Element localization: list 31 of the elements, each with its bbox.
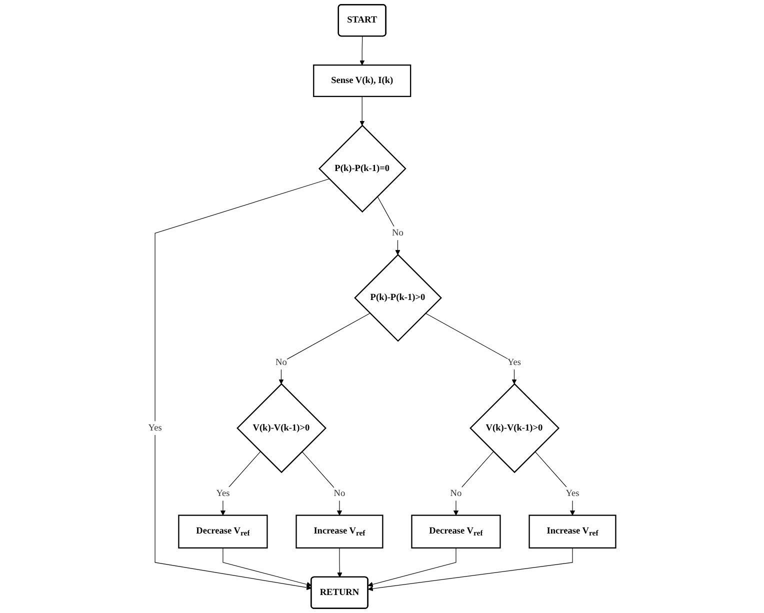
node-box: Increase V$_{ref}$	[296, 514, 384, 548]
arrow	[154, 178, 330, 590]
arrow	[453, 451, 494, 516]
edge-label: Yes	[507, 357, 522, 368]
arrow	[377, 196, 400, 255]
node-diamond: P(k)-P(k-1)>0	[354, 254, 442, 342]
node-box: Increase V$_{ref}$	[528, 514, 616, 548]
node-diamond: V(k)-V(k-1)>0	[236, 383, 326, 474]
arrow	[302, 451, 342, 516]
node-box: Decrease V$_{ref}$	[411, 514, 501, 548]
arrow	[220, 451, 261, 516]
arrow	[337, 548, 342, 578]
arrow	[360, 36, 365, 66]
edge-label: Yes	[216, 488, 230, 498]
edge-label: Yes	[148, 422, 162, 433]
edge-label: No	[334, 488, 346, 498]
arrow	[368, 548, 573, 592]
arrow	[534, 451, 576, 516]
node-box: Decrease V$_{ref}$	[178, 514, 268, 548]
node-diamond: P(k)-P(k-1)=0	[318, 124, 406, 213]
edge-label: No	[392, 228, 404, 238]
edge-label: No	[276, 357, 287, 368]
edge-label: No	[450, 488, 462, 498]
arrow	[425, 312, 517, 384]
arrow	[368, 548, 456, 587]
arrow	[278, 312, 370, 384]
arrow	[222, 548, 312, 587]
node-diamond: V(k)-V(k-1)>0	[470, 383, 560, 474]
arrow	[360, 96, 365, 126]
edge-label: Yes	[566, 488, 580, 498]
node-box: Sense V(k), I(k)	[313, 64, 412, 98]
